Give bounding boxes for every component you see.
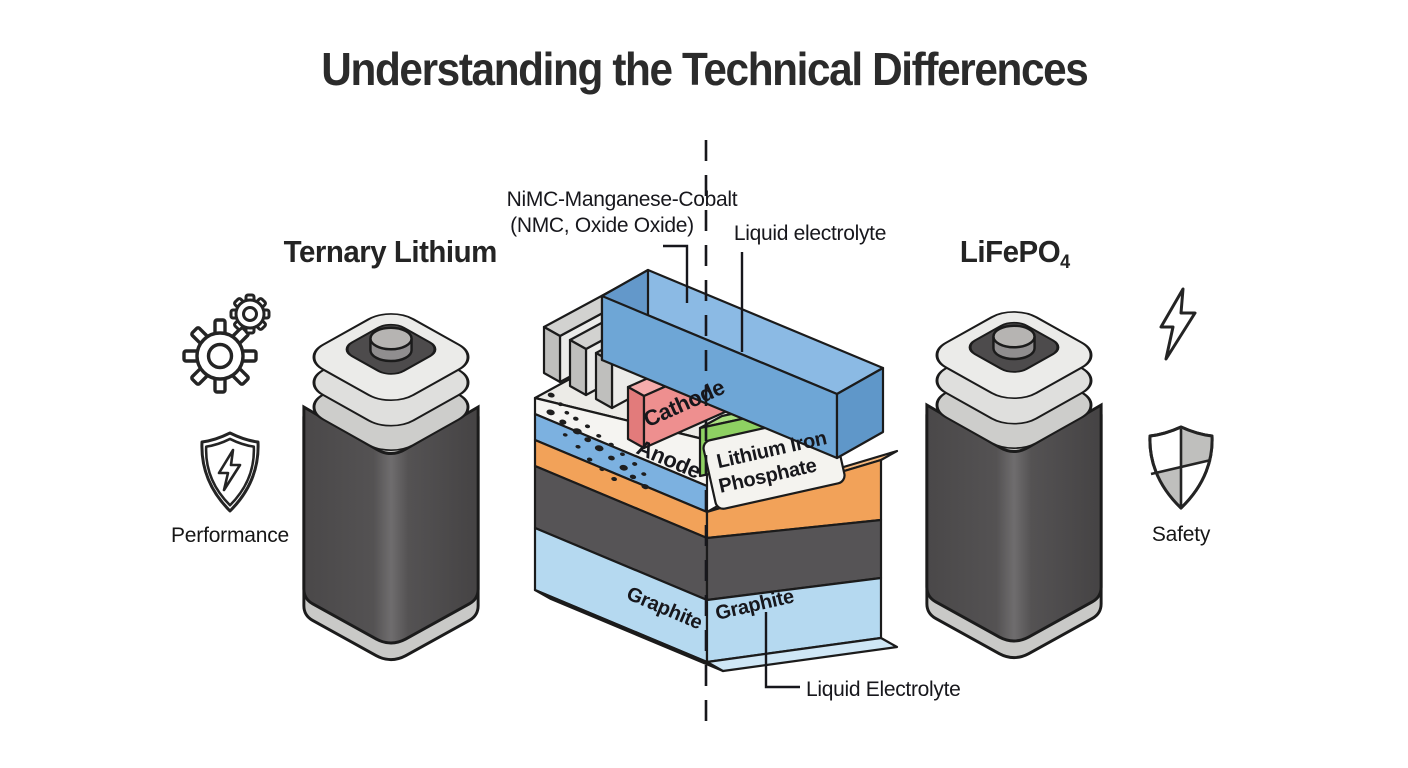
nmc-leader-line bbox=[663, 244, 689, 303]
right-caption: Safety bbox=[1151, 523, 1211, 546]
underside-right bbox=[705, 636, 899, 673]
right-battery-heading: LiFePO4 bbox=[960, 234, 1070, 273]
electrolyte-bottom-leader-line bbox=[764, 612, 800, 689]
leader-lines bbox=[663, 244, 800, 689]
nmc-label-line1: NiMC-Manganese-Cobalt bbox=[507, 188, 738, 211]
subscript-4: 4 bbox=[1060, 252, 1070, 273]
right-battery-illustration bbox=[925, 311, 1103, 660]
shield-quarters-icon bbox=[1148, 425, 1214, 510]
left-caption: Performance bbox=[170, 524, 290, 547]
page-title: Understanding the Technical Differences bbox=[320, 43, 1088, 95]
exploded-cell-diagram: NiMC-Manganese-Cobalt (NMC, Oxide Oxide)… bbox=[507, 140, 961, 735]
left-battery-illustration bbox=[302, 313, 480, 662]
liquid-electrolyte-top-label: Liquid electrolyte bbox=[734, 222, 886, 245]
shield-lightning-icon bbox=[200, 431, 260, 513]
separator-dots bbox=[546, 392, 649, 490]
left-battery-heading: Ternary Lithium bbox=[283, 234, 497, 269]
nmc-label-line2: (NMC, Oxide Oxide) bbox=[510, 214, 694, 237]
battery-body bbox=[302, 404, 480, 645]
liquid-electrolyte-bottom-label: Liquid Electrolyte bbox=[806, 678, 961, 701]
gears-icon bbox=[182, 293, 271, 394]
lightning-icon bbox=[1159, 287, 1197, 361]
